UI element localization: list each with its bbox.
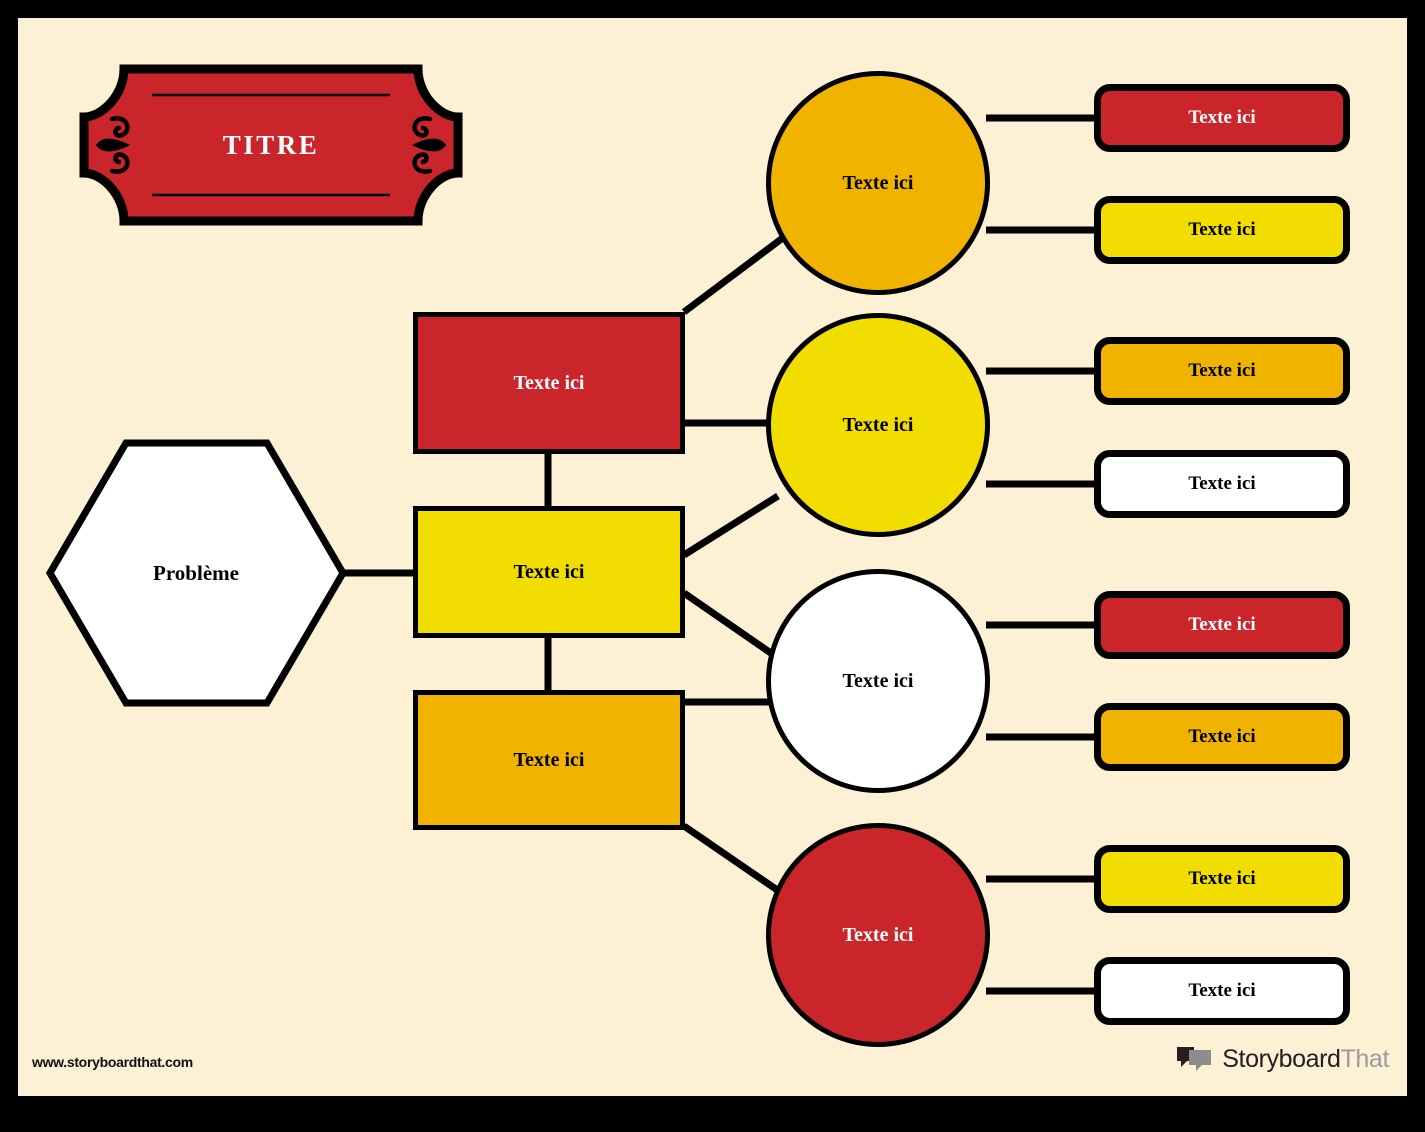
leaf-pill-1-2[interactable]: Texte ici xyxy=(1094,196,1350,264)
leaf-pill-3-1[interactable]: Texte ici xyxy=(1094,591,1350,659)
node-circle-1[interactable]: Texte ici xyxy=(766,71,990,295)
leaf-pill-3-2[interactable]: Texte ici xyxy=(1094,703,1350,771)
node-circle-4-label: Texte ici xyxy=(842,923,914,946)
node-circle-2-label: Texte ici xyxy=(842,413,914,436)
leaf-pill-3-2-label: Texte ici xyxy=(1188,726,1256,747)
hexagon-shape xyxy=(45,439,348,707)
leaf-pill-4-1-label: Texte ici xyxy=(1188,868,1256,889)
branch-box-3[interactable]: Texte ici xyxy=(413,690,685,830)
leaf-pill-4-1[interactable]: Texte ici xyxy=(1094,845,1350,913)
root-node-problem[interactable]: Problème xyxy=(44,437,349,710)
leaf-pill-3-1-label: Texte ici xyxy=(1188,614,1256,635)
title-banner-shape xyxy=(79,64,463,226)
brand-name-secondary: That xyxy=(1340,1044,1390,1073)
node-circle-4[interactable]: Texte ici xyxy=(766,823,990,1047)
leaf-pill-4-2-label: Texte ici xyxy=(1188,980,1256,1001)
node-circle-3-label: Texte ici xyxy=(842,669,914,692)
node-circle-1-label: Texte ici xyxy=(842,171,914,194)
leaf-pill-2-2-label: Texte ici xyxy=(1188,473,1256,494)
branch-box-2-label: Texte ici xyxy=(513,560,585,583)
branch-box-3-label: Texte ici xyxy=(513,748,585,771)
flourish-ornament-right xyxy=(412,116,446,174)
speech-bubbles-icon xyxy=(1177,1047,1212,1071)
branch-box-1[interactable]: Texte ici xyxy=(413,312,685,454)
title-text: TITRE xyxy=(222,129,320,160)
leaf-pill-1-1-label: Texte ici xyxy=(1188,107,1256,128)
leaf-pill-2-1-label: Texte ici xyxy=(1188,360,1256,381)
leaf-pill-4-2[interactable]: Texte ici xyxy=(1094,957,1350,1025)
title-banner[interactable]: TITRE xyxy=(76,59,466,231)
leaf-pill-1-2-label: Texte ici xyxy=(1188,219,1256,240)
diagram-canvas: TITRE Problème Texte ici Texte ici Texte… xyxy=(18,18,1407,1096)
storyboardthat-logo: StoryboardThat xyxy=(1175,1044,1389,1074)
root-node-label: Problème xyxy=(153,561,239,586)
leaf-pill-2-2[interactable]: Texte ici xyxy=(1094,450,1350,518)
leaf-pill-2-1[interactable]: Texte ici xyxy=(1094,337,1350,405)
brand-name: StoryboardThat xyxy=(1222,1045,1389,1074)
node-circle-3[interactable]: Texte ici xyxy=(766,569,990,793)
node-circle-2[interactable]: Texte ici xyxy=(766,313,990,537)
site-url: www.storyboardthat.com xyxy=(32,1054,193,1070)
brand-name-primary: Storyboard xyxy=(1222,1044,1341,1073)
branch-box-1-label: Texte ici xyxy=(513,371,585,394)
branch-box-2[interactable]: Texte ici xyxy=(413,506,685,638)
flourish-ornament-left xyxy=(96,116,130,174)
leaf-pill-1-1[interactable]: Texte ici xyxy=(1094,84,1350,152)
